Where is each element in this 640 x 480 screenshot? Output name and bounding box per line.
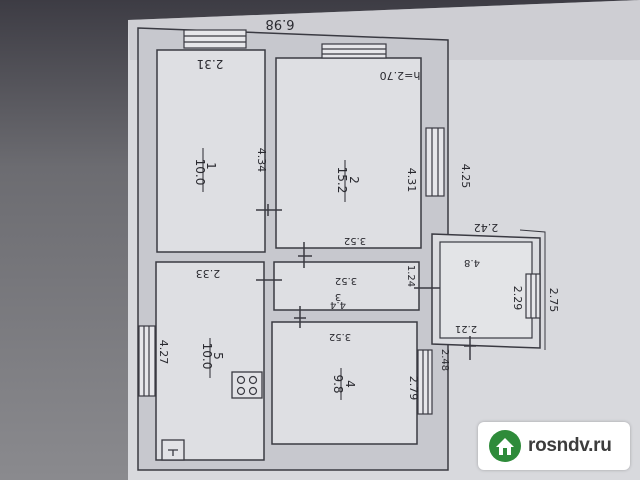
room-4 [271,321,418,445]
watermark-text: rosndv.ru [528,435,612,456]
room4-number: 4 [343,380,357,388]
window-room5 [138,325,156,397]
door-marks [256,204,476,360]
room5-depth-label: 4.27 [157,340,170,365]
room-3 [273,261,420,311]
annex-width-label: 2.42 [474,221,499,234]
room1-width-label: 2.31 [197,57,224,71]
window-room2-right [425,127,445,197]
window-annex [525,273,541,319]
room4-width-label: 3.52 [329,331,351,342]
boiler-icon [161,439,185,461]
room3-area: 4.4 [330,299,346,310]
dimension-labels: 6.98 2.31 h=2.70 4.34 1 10.0 4.31 2 15.2… [157,16,560,400]
room3-number: 3 [335,291,341,302]
annex-area-label: 4.8 [464,257,480,268]
room4-area: 9.8 [331,374,345,393]
room1-number: 1 [204,162,218,170]
annex-bottom-label: 2.21 [455,323,477,334]
room-5 [155,261,265,461]
overall-width-label: 6.98 [266,16,295,31]
window-room1 [183,29,247,49]
room5-width-label: 2.33 [196,267,221,280]
room2-right-wall-label: 4.25 [459,164,472,189]
room-1 [156,49,266,253]
room1-depth-label: 4.34 [255,148,268,173]
room2-depth-label: 4.31 [405,168,418,193]
stove-icon [231,371,263,399]
rosndv-watermark: rosndv.ru [478,422,630,470]
annex-room [439,241,533,339]
room-2 [275,57,422,249]
room2-width-label: 3.52 [344,235,366,246]
annex-lower-label: 2.48 [439,349,450,371]
room2-area: 15.2 [335,167,349,194]
room5-number: 5 [211,352,225,360]
room3-width-label: 3.52 [335,275,357,286]
annex-outer-label: 2.75 [547,288,560,313]
windows [138,29,541,415]
room4-depth-label: 2.79 [407,376,420,401]
ceiling-height-label: h=2.70 [380,69,421,82]
annex-dimension-line [519,229,546,350]
room3-depth-label: 1.24 [405,265,416,287]
annex-depth-label: 2.29 [511,286,524,311]
house-logo-icon [489,430,521,462]
room5-area: 10.0 [200,343,214,370]
window-room2-top [321,43,387,59]
room2-number: 2 [347,176,361,184]
room1-area: 10.0 [193,159,207,186]
